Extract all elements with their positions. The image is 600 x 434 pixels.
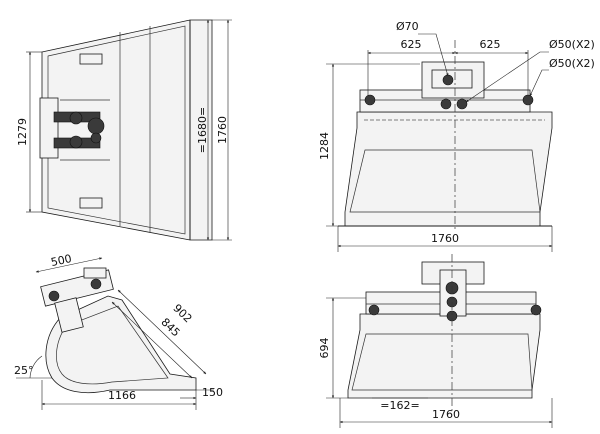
rear-view: 694 =162= 1760 xyxy=(318,254,553,428)
rear-dim-height: 694 xyxy=(318,338,331,359)
top-view: 1279 =1680= 1760 xyxy=(16,19,232,241)
side-view: 500 902 845 25° 1166 150 xyxy=(14,252,223,410)
front-dim-hole-b: Ø50(X2) xyxy=(549,57,595,70)
top-dim-inner-length: =1680= xyxy=(196,107,209,153)
side-dim-length: 1166 xyxy=(108,389,136,402)
front-dim-right-offset: 625 xyxy=(480,38,501,51)
front-dim-height: 1284 xyxy=(318,132,331,160)
front-dim-width: 1760 xyxy=(431,232,459,245)
top-dim-length: 1760 xyxy=(216,116,229,144)
side-dim-lip: 150 xyxy=(202,386,223,399)
side-dim-angle: 25° xyxy=(14,364,34,377)
top-dim-height: 1279 xyxy=(16,118,29,146)
front-dim-left-offset: 625 xyxy=(401,38,422,51)
front-dim-pin-diameter: Ø70 xyxy=(396,20,419,33)
rear-dim-width: 1760 xyxy=(432,408,460,421)
front-view: 625 625 Ø70 Ø50(X2) Ø50(X2) 1284 1760 xyxy=(318,20,595,252)
side-dim-inner: 845 xyxy=(158,316,182,340)
side-dim-top: 500 xyxy=(50,252,73,269)
rear-dim-slot: =162= xyxy=(380,399,419,412)
front-dim-hole-a: Ø50(X2) xyxy=(549,38,595,51)
